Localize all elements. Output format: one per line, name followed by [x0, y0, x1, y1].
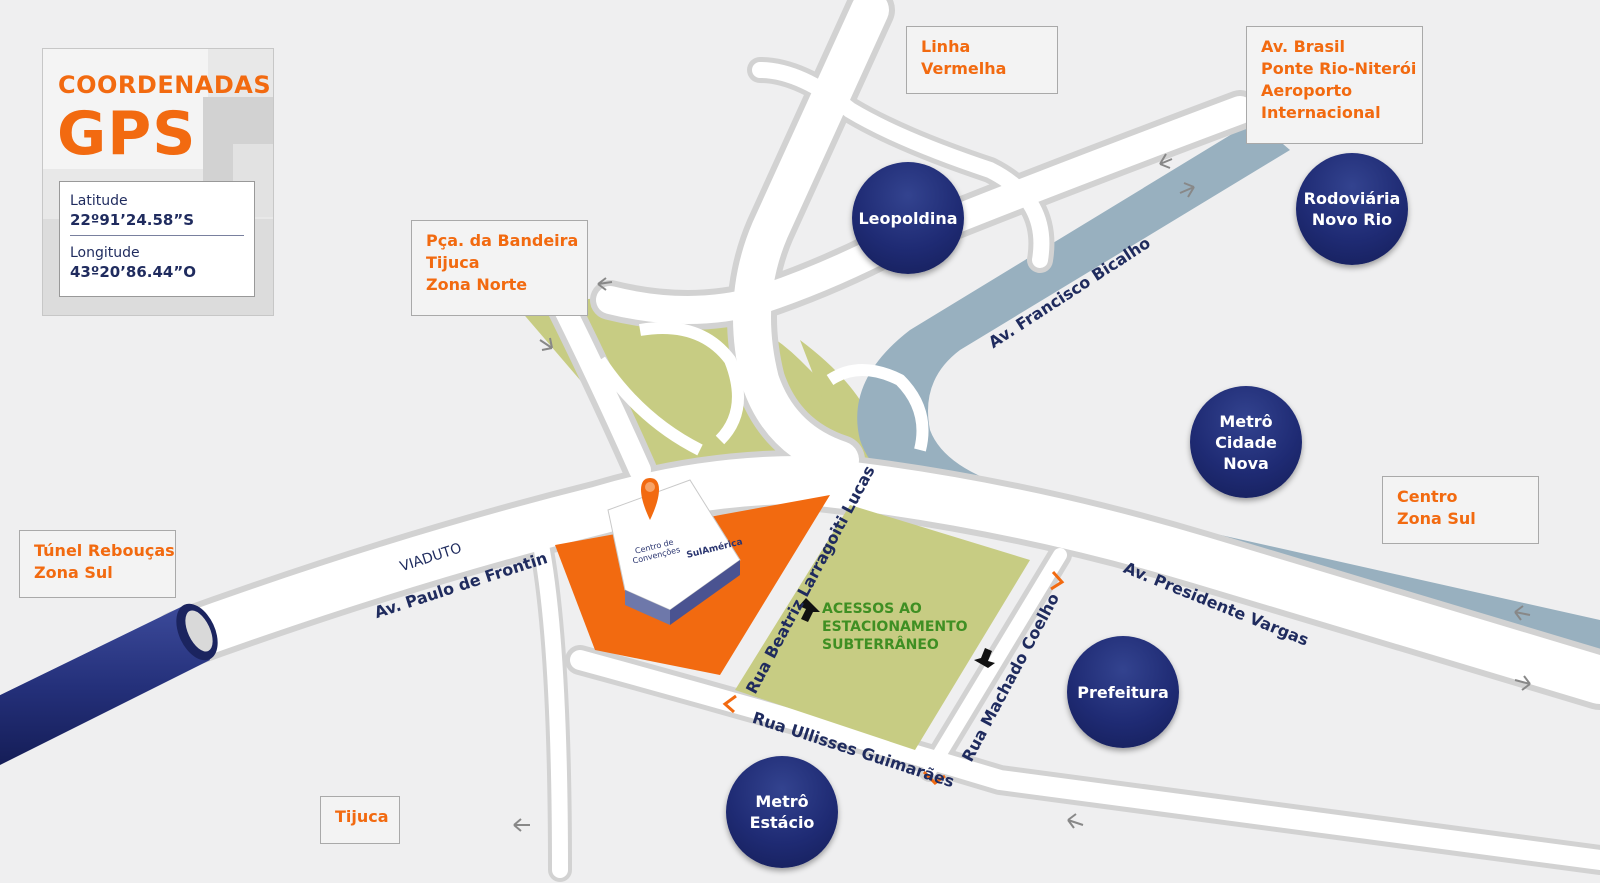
destination-centro: Centro Zona Sul	[1382, 476, 1539, 544]
gps-coordinates-card: Latitude 22º91’24.58”S Longitude 43º20’8…	[59, 181, 255, 297]
landmark-label: Estácio	[749, 813, 815, 832]
map-pin-icon	[641, 478, 659, 520]
parking-access-line: ESTACIONAMENTO	[822, 619, 968, 635]
destination-line: Av. Brasil	[1261, 37, 1345, 56]
destination-line: Pça. da Bandeira	[426, 231, 579, 250]
destination-av-brasil: Av. Brasil Ponte Rio-Niterói Aeroporto I…	[1246, 26, 1423, 144]
parking-access-line: ACESSOS AO	[822, 601, 922, 617]
landmark-label: Prefeitura	[1077, 682, 1169, 702]
arrow-right-icon	[1179, 182, 1195, 198]
latitude-value: 22º91’24.58”S	[70, 211, 195, 229]
divider	[70, 235, 244, 236]
latitude-label: Latitude	[70, 193, 128, 209]
arrow-left-icon	[597, 277, 613, 291]
landmark-metro-estacio: Metrô Estácio	[726, 756, 838, 868]
destination-line: Internacional	[1261, 103, 1381, 122]
landmark-rodoviaria: Rodoviária Novo Rio	[1296, 153, 1408, 265]
destination-line: Vermelha	[921, 59, 1007, 78]
destination-bandeira: Pça. da Bandeira Tijuca Zona Norte	[411, 220, 588, 316]
destination-line: Tijuca	[335, 807, 389, 826]
access-corner-icon	[722, 570, 1065, 785]
destination-line: Zona Sul	[1397, 509, 1476, 528]
landmark-leopoldina: Leopoldina	[852, 162, 964, 274]
longitude-label: Longitude	[70, 245, 140, 261]
gps-title: COORDENADAS	[58, 71, 272, 99]
landmark-label: Metrô	[755, 792, 809, 811]
arrow-left-icon	[1514, 605, 1531, 621]
longitude-value: 43º20’86.44”O	[70, 263, 196, 281]
gps-coordinates-panel: COORDENADAS GPS Latitude 22º91’24.58”S L…	[42, 48, 274, 316]
destination-line: Ponte Rio-Niterói	[1261, 59, 1417, 78]
landmark-label: Rodoviária	[1303, 189, 1401, 208]
destination-tijuca: Tijuca	[320, 796, 400, 844]
gps-pattern	[43, 49, 208, 169]
arrow-left-icon	[1067, 813, 1084, 829]
parking-access-line: SUBTERRÂNEO	[822, 637, 939, 653]
parking-entry-arrow-icon	[799, 598, 995, 668]
landmark-prefeitura: Prefeitura	[1067, 636, 1179, 748]
direction-arrows	[513, 153, 1531, 832]
destination-line: Centro	[1397, 487, 1458, 506]
landmark-metro-cidade-nova: Metrô Cidade Nova	[1190, 386, 1302, 498]
destination-line: Linha	[921, 37, 971, 56]
arrow-right-icon	[1514, 675, 1531, 691]
destination-line: Zona Norte	[426, 275, 528, 294]
destination-tunel-reboucas: Túnel Rebouças Zona Sul	[19, 530, 176, 598]
destination-line: Tijuca	[426, 253, 480, 272]
landmark-label: Metrô	[1219, 411, 1273, 431]
destination-line: Túnel Rebouças	[34, 541, 175, 560]
arrow-left-icon	[1159, 153, 1173, 169]
destination-linha-vermelha: Linha Vermelha	[906, 26, 1058, 94]
landmark-label: Nova	[1223, 453, 1269, 473]
landmark-label: Cidade	[1215, 432, 1277, 452]
arrow-right-icon	[539, 337, 553, 351]
tunnel-reboucas	[0, 603, 218, 765]
parking-area	[735, 505, 1030, 750]
parking-access-label: ACESSOS AO ESTACIONAMENTO SUBTERRÂNEO	[822, 600, 968, 654]
destination-line: Zona Sul	[34, 563, 113, 582]
landmark-label: Leopoldina	[858, 208, 958, 228]
landmark-label: Novo Rio	[1311, 210, 1393, 229]
venue-building	[607, 479, 741, 625]
gps-heading: GPS	[57, 99, 197, 169]
destination-line: Aeroporto	[1261, 81, 1353, 100]
arrow-left-icon	[513, 818, 530, 832]
